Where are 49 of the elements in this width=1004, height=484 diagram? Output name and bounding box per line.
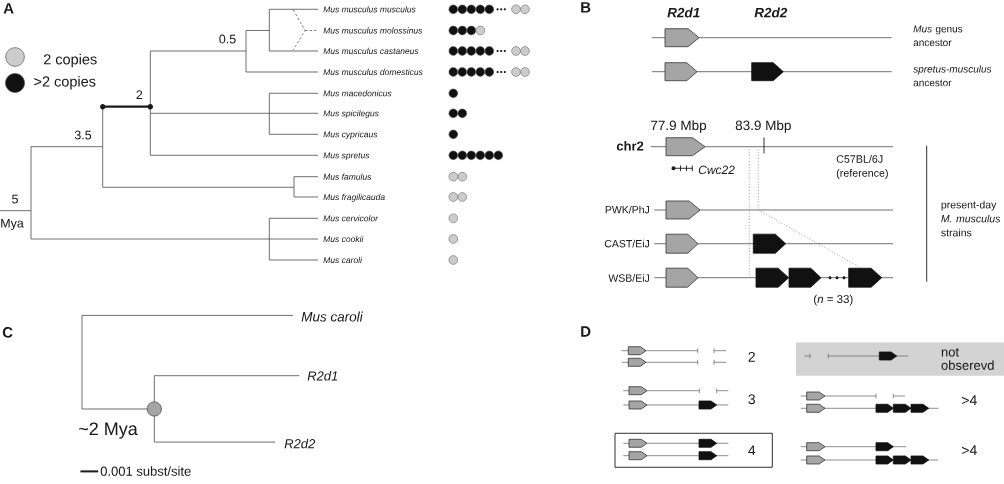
strain-label: PWK/PhJ xyxy=(605,205,649,214)
count-label: (n = 33) xyxy=(814,294,853,306)
species-name: Mus musculus domesticus xyxy=(323,68,423,76)
panel-letter: A xyxy=(3,3,14,14)
chromosome-label: chr2 xyxy=(616,141,644,151)
species-name: Mus caroli xyxy=(323,256,363,264)
legend-label: >2 copies xyxy=(34,76,96,90)
panel-letter: D xyxy=(581,326,591,337)
species-name: Mus spicilegus xyxy=(323,110,379,119)
node-age: 3.5 xyxy=(74,130,92,140)
copy-number: 3 xyxy=(748,394,755,405)
copy-number: 2 xyxy=(748,351,755,362)
species-name: Mus musculus musculus xyxy=(323,6,416,13)
shaded-band: not obserevd xyxy=(796,342,1004,376)
species-name: Mus caroli xyxy=(301,311,363,322)
node-age: 0.5 xyxy=(219,34,236,44)
species-name: Mus macedonicus xyxy=(323,90,392,97)
panel-letter: C xyxy=(2,327,13,338)
ancestor-label: spretus-musculus ancestor xyxy=(913,65,992,87)
species-name: Mus fragilicauda xyxy=(323,193,385,202)
panel-letter: B xyxy=(581,2,591,13)
age-unit: Mya xyxy=(1,218,24,231)
gene-name: R2d2 xyxy=(284,438,316,449)
copy-number: >4 xyxy=(962,395,977,405)
gene-name: R2d1 xyxy=(307,370,338,381)
species-name: Mus musculus castaneus xyxy=(323,47,419,55)
strain-label: CAST/EiJ xyxy=(604,239,649,248)
strain-label: C57BL/6J (reference) xyxy=(836,154,888,179)
species-name: Mus cookii xyxy=(323,235,364,243)
position-label: 77.9 Mbp xyxy=(651,120,707,133)
outlined-box: 4 xyxy=(614,432,773,468)
position-label: 83.9 Mbp xyxy=(735,120,791,133)
gene-label: Cwc22 xyxy=(698,165,735,175)
copy-number: >4 xyxy=(962,445,977,455)
species-name: Mus spretus xyxy=(323,152,370,161)
group-label: present-day M. musculus strains xyxy=(941,200,1001,237)
gene-name: R2d1 xyxy=(667,7,700,18)
ancestor-label: Mus genus ancestor xyxy=(913,25,963,47)
species-name: Mus musculus molossinus xyxy=(323,27,423,34)
scale-label: 0.001 subst/site xyxy=(100,466,191,476)
species-name: Mus cypricaus xyxy=(323,131,378,140)
species-name: Mus cervicolor xyxy=(323,215,379,222)
strain-label: WSB/EiJ xyxy=(608,274,649,282)
species-name: Mus famulus xyxy=(323,173,372,180)
node-age: 5 xyxy=(12,194,18,204)
node-age: 2 xyxy=(136,90,143,99)
gene-name: R2d2 xyxy=(754,7,788,18)
legend-label: 2 copies xyxy=(43,53,97,68)
age-label: ~2 Mya xyxy=(79,422,138,439)
